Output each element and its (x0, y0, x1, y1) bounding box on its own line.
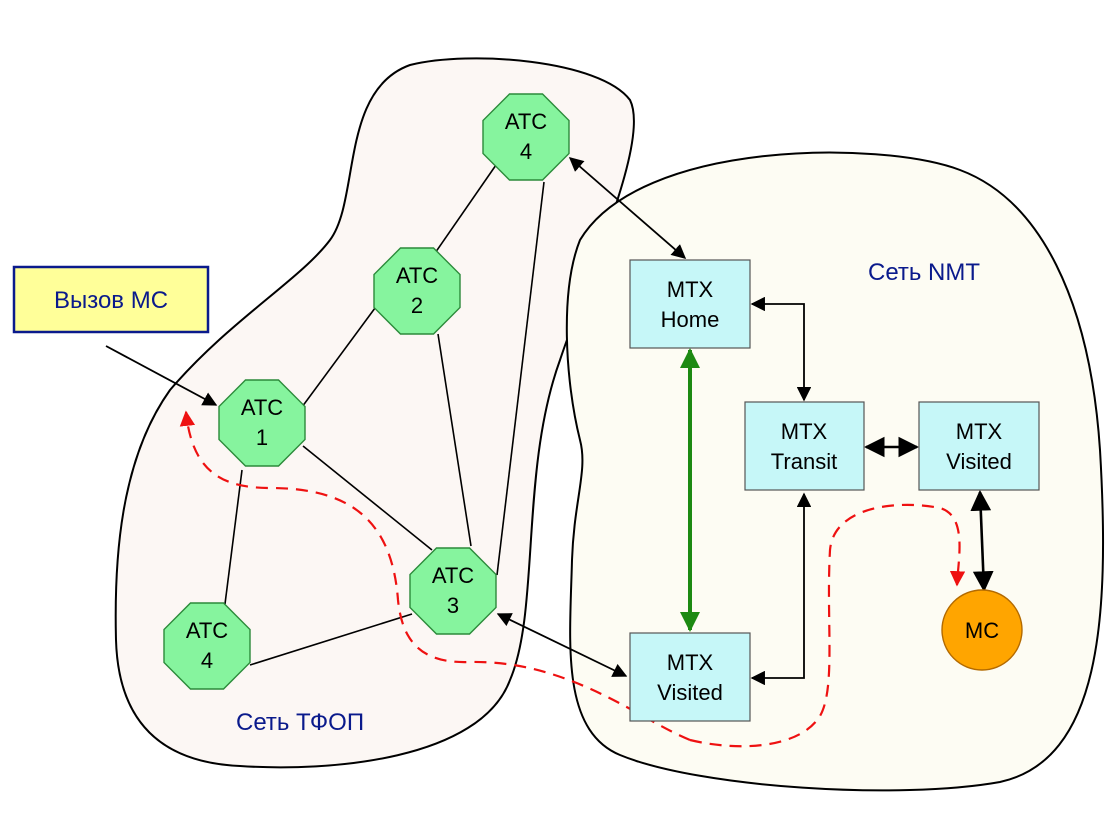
exchange-atc2-line2: 2 (411, 293, 423, 318)
mtx-transit-box (744, 401, 865, 491)
link-atc1-atc3 (302, 445, 433, 551)
mtx-transit-line2: Transit (771, 449, 837, 474)
exchange-octagon (163, 602, 251, 690)
red-route-to-ms (689, 503, 966, 748)
exchange-atc3-line2: 3 (447, 593, 459, 618)
mtx-visited-bottom-line2: Visited (657, 680, 723, 705)
exchange-atc1-line1: АТС (241, 395, 283, 420)
arrow-transit-mtx-visited (750, 492, 812, 686)
mtx-home: MTX Home (629, 259, 751, 349)
mtx-visited-bottom: MTX Visited (629, 632, 751, 722)
exchange-atc3-line1: АТС (432, 563, 474, 588)
mtx-visited-right: MTX Visited (918, 401, 1040, 491)
link-atc4-atc2 (432, 164, 497, 257)
arrow-mtx-home-transit (750, 296, 812, 402)
mtx-home-box (629, 259, 751, 349)
nmt-network-label: Сеть NMT (868, 259, 980, 286)
arrow-visited-ms (970, 489, 994, 593)
exchange-atc1: АТС 1 (218, 379, 306, 467)
mtx-visited-bottom-line1: MTX (667, 650, 714, 675)
call-arrow (105, 345, 218, 406)
mtx-home-line1: MTX (667, 277, 714, 302)
call-box-label: Вызов МС (54, 287, 168, 314)
exchange-atc4-top: АТС 4 (482, 93, 570, 181)
mtx-visited-right-line1: MTX (956, 419, 1003, 444)
exchange-atc2-line1: АТС (396, 263, 438, 288)
mtx-transit: MTX Transit (744, 401, 865, 491)
link-atc2-atc1 (301, 303, 379, 408)
link-atc4-atc3-bottom (249, 613, 413, 666)
mtx-home-line2: Home (661, 307, 720, 332)
exchange-octagon (373, 247, 461, 335)
mtx-visited-right-line2: Visited (946, 449, 1012, 474)
exchange-atc4-bottom-line1: АТС (186, 618, 228, 643)
arrow-atc4-mtx-home (568, 157, 687, 259)
exchange-atc4-bottom-line2: 4 (201, 648, 213, 673)
mobile-station: МС (941, 589, 1023, 671)
mtx-transit-line1: MTX (781, 419, 828, 444)
call-box-rect (12, 265, 210, 334)
mtx-visited-right-box (918, 401, 1040, 491)
mtx-visited-bottom-box (629, 632, 751, 722)
call-box: Вызов МС (12, 265, 210, 334)
exchange-atc4-top-line1: АТС (505, 109, 547, 134)
pstn-network-label: Сеть ТФОП (236, 709, 364, 736)
mobile-station-circle (941, 589, 1023, 671)
link-atc1-atc4 (224, 469, 243, 605)
exchange-octagon (218, 379, 306, 467)
link-atc4-atc3 (496, 181, 545, 576)
exchange-atc3: АТС 3 (409, 547, 497, 635)
exchange-atc2: АТС 2 (373, 247, 461, 335)
mobile-station-label: МС (965, 618, 999, 643)
exchange-atc1-line2: 1 (256, 425, 268, 450)
link-atc2-atc3 (437, 333, 472, 547)
exchange-octagon (409, 547, 497, 635)
arrow-atc3-mtx-visited (496, 613, 628, 677)
red-route-to-atc1 (179, 410, 691, 742)
exchange-atc4-bottom: АТС 4 (163, 602, 251, 690)
exchange-octagon (482, 93, 570, 181)
exchange-atc4-top-line2: 4 (520, 139, 532, 164)
